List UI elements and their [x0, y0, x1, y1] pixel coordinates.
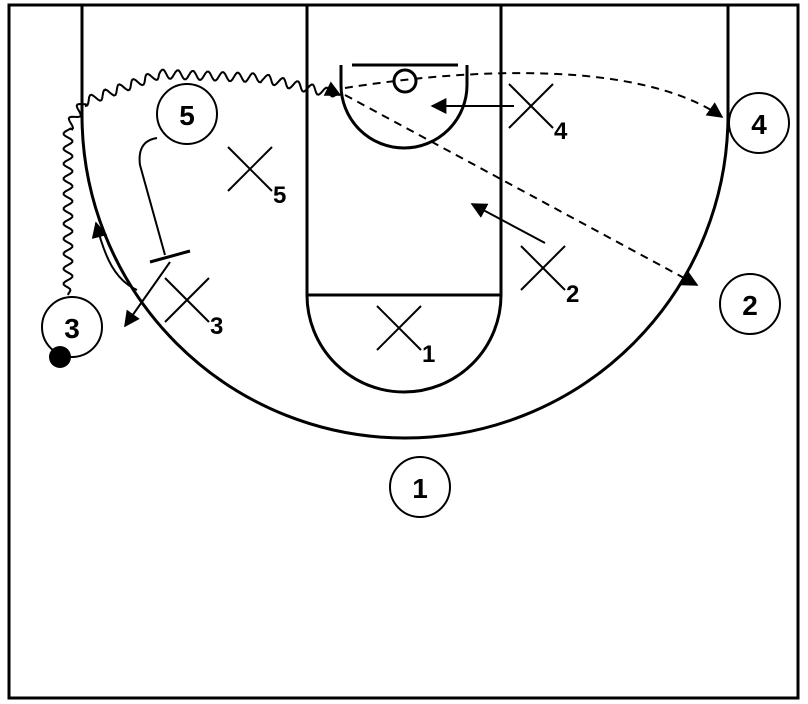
offense-player-1-label: 1 — [412, 473, 428, 504]
screen-bar-player-5 — [149, 249, 191, 264]
ball-icon — [49, 346, 71, 368]
offense-player-4: 4 — [728, 92, 790, 154]
defender-2: 2 — [520, 245, 579, 308]
offense-player-2-label: 2 — [742, 290, 758, 321]
pass-line-to-player-2 — [344, 94, 699, 286]
cut-arrow-defender-3 — [91, 221, 138, 291]
defender-3: 3 — [164, 277, 223, 340]
three-point-line — [80, 5, 730, 440]
free-throw-circle — [305, 294, 503, 394]
offense-player-5-label: 5 — [179, 100, 195, 131]
cut-arrow-defender-3-down — [124, 261, 171, 328]
offense-player-4-label: 4 — [751, 109, 767, 140]
court-boundary — [7, 3, 800, 700]
offense-player-3-label: 3 — [64, 313, 80, 344]
defender-1-label: 1 — [422, 341, 435, 368]
defender-5-label: 5 — [273, 182, 286, 209]
defender-5: 5 — [227, 146, 286, 209]
defender-1: 1 — [376, 305, 435, 368]
defender-4-label: 4 — [554, 118, 568, 145]
paint-lane — [305, 3, 503, 297]
dribble-path-player-3 — [62, 68, 342, 296]
defender-4: 4 — [508, 83, 568, 145]
offense-player-1: 1 — [389, 456, 451, 518]
defender-3-label: 3 — [210, 313, 223, 340]
offense-player-5: 5 — [156, 83, 218, 145]
rim — [392, 68, 418, 94]
restricted-area-arc — [339, 65, 469, 150]
pass-line-to-player-4 — [344, 72, 724, 118]
offense-player-3: 3 — [41, 296, 103, 368]
screen-path-player-5 — [138, 137, 166, 256]
offense-player-2: 2 — [719, 273, 781, 335]
defender-2-label: 2 — [566, 281, 579, 308]
cut-arrow-defender-2 — [470, 203, 546, 244]
